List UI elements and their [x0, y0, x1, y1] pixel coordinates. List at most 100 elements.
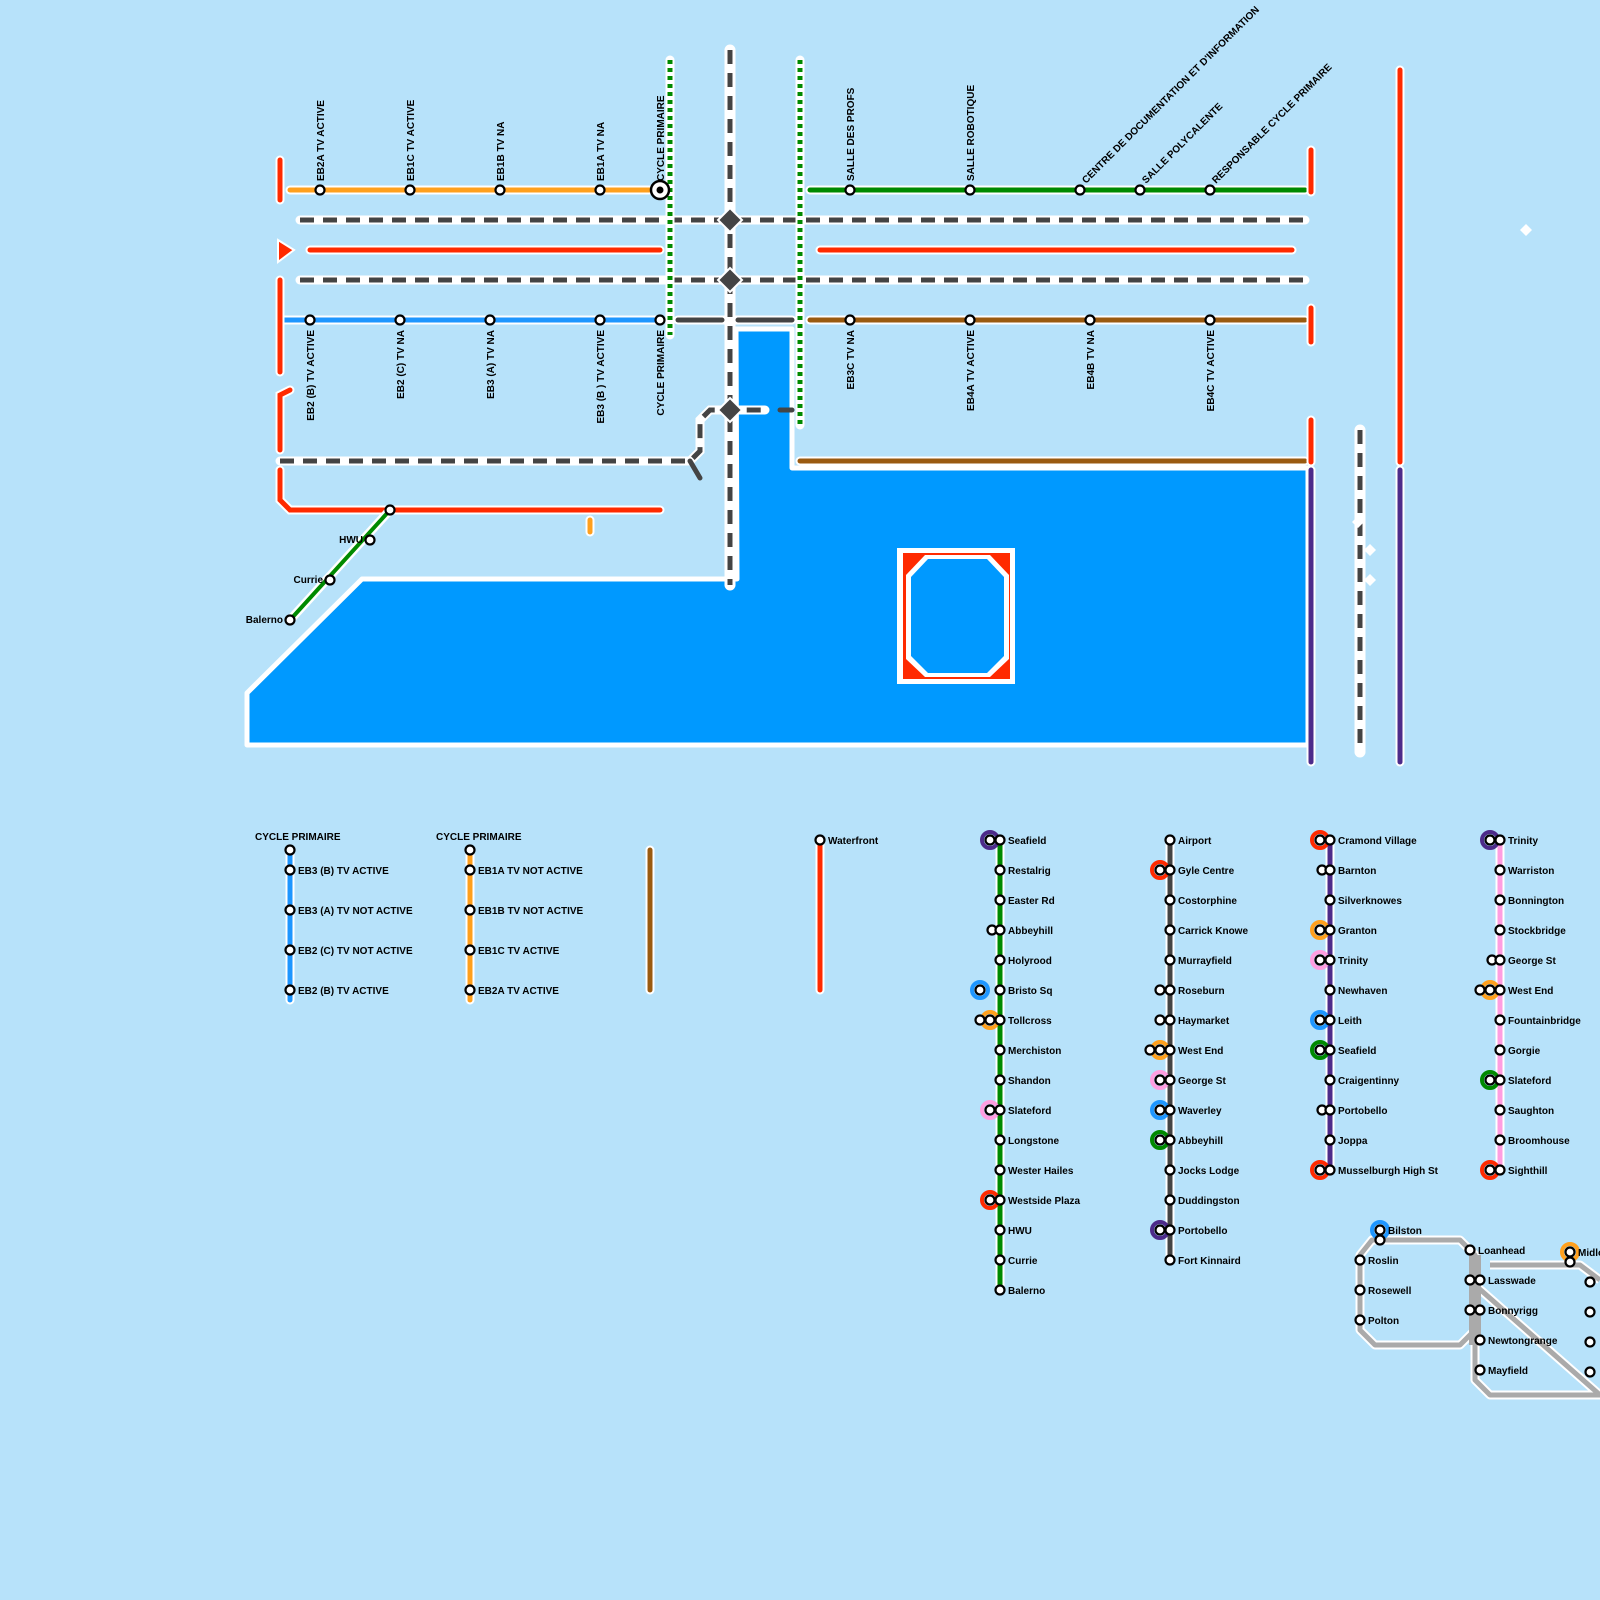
station-stop[interactable]: [844, 314, 856, 326]
station-stop[interactable]: [304, 314, 316, 326]
station-stop[interactable]: [1474, 1304, 1486, 1316]
station-stop[interactable]: [284, 984, 296, 996]
station-stop[interactable]: [1494, 984, 1506, 996]
station-stop[interactable]: [994, 1044, 1006, 1056]
station-stop[interactable]: [994, 1284, 1006, 1296]
station-stop[interactable]: [1154, 984, 1166, 996]
station-stop[interactable]: [1564, 1256, 1576, 1268]
station-stop[interactable]: [284, 904, 296, 916]
station-stop[interactable]: [1154, 1104, 1166, 1116]
station-stop[interactable]: [1204, 184, 1216, 196]
station-stop[interactable]: [1324, 1164, 1336, 1176]
station-stop[interactable]: [994, 1014, 1006, 1026]
station-stop[interactable]: [1314, 924, 1326, 936]
station-stop[interactable]: [1494, 1074, 1506, 1086]
station-stop[interactable]: [1474, 1274, 1486, 1286]
station-stop[interactable]: [1474, 1364, 1486, 1376]
station-stop[interactable]: [1564, 1246, 1576, 1258]
station-stop[interactable]: [1204, 314, 1216, 326]
station-stop[interactable]: [1164, 864, 1176, 876]
station-stop[interactable]: [1164, 894, 1176, 906]
station-stop[interactable]: [1324, 834, 1336, 846]
station-stop[interactable]: [284, 944, 296, 956]
station-stop[interactable]: [1354, 1254, 1366, 1266]
station-stop[interactable]: [1324, 984, 1336, 996]
station-stop[interactable]: [284, 614, 296, 626]
station-stop[interactable]: [844, 184, 856, 196]
station-stop[interactable]: [1314, 1164, 1326, 1176]
station-stop[interactable]: [464, 984, 476, 996]
station-stop[interactable]: [1494, 894, 1506, 906]
station-stop[interactable]: [994, 834, 1006, 846]
station-stop[interactable]: [1494, 1104, 1506, 1116]
station-stop[interactable]: [1464, 1304, 1476, 1316]
station-stop[interactable]: [1164, 834, 1176, 846]
station-stop[interactable]: [1164, 1254, 1176, 1266]
station-stop[interactable]: [984, 834, 996, 846]
station-stop[interactable]: [1494, 1134, 1506, 1146]
station-stop[interactable]: [1494, 1164, 1506, 1176]
station-stop[interactable]: [1154, 1044, 1166, 1056]
station-stop[interactable]: [974, 984, 986, 996]
station-stop[interactable]: [1324, 894, 1336, 906]
station-stop[interactable]: [464, 864, 476, 876]
station-stop[interactable]: [1074, 184, 1086, 196]
station-stop[interactable]: [594, 314, 606, 326]
station-stop[interactable]: [1324, 1074, 1336, 1086]
station-stop[interactable]: [484, 314, 496, 326]
station-stop[interactable]: [1164, 1224, 1176, 1236]
station-stop[interactable]: [994, 1194, 1006, 1206]
station-stop[interactable]: [1144, 1044, 1156, 1056]
station-stop[interactable]: [1164, 984, 1176, 996]
station-stop[interactable]: [1314, 834, 1326, 846]
station-stop[interactable]: [1354, 1284, 1366, 1296]
station-stop[interactable]: [1584, 1336, 1596, 1348]
station-stop[interactable]: [1314, 1014, 1326, 1026]
station-stop[interactable]: [1164, 954, 1176, 966]
station-stop[interactable]: [1374, 1234, 1386, 1246]
station-stop[interactable]: [994, 1254, 1006, 1266]
station-stop[interactable]: [1494, 1044, 1506, 1056]
station-stop[interactable]: [994, 984, 1006, 996]
station-stop[interactable]: [464, 904, 476, 916]
station-stop[interactable]: [1164, 1014, 1176, 1026]
station-stop[interactable]: [1584, 1276, 1596, 1288]
station-stop[interactable]: [1324, 1014, 1336, 1026]
station-stop[interactable]: [1474, 1334, 1486, 1346]
station-stop[interactable]: [1154, 1014, 1166, 1026]
station-stop[interactable]: [1324, 924, 1336, 936]
station-stop[interactable]: [994, 954, 1006, 966]
station-stop[interactable]: [1324, 954, 1336, 966]
station-stop[interactable]: [404, 184, 416, 196]
station-stop[interactable]: [984, 1194, 996, 1206]
station-stop[interactable]: [994, 1134, 1006, 1146]
station-stop[interactable]: [1584, 1366, 1596, 1378]
station-stop[interactable]: [994, 924, 1006, 936]
station-stop[interactable]: [1484, 1074, 1496, 1086]
station-stop[interactable]: [1314, 1044, 1326, 1056]
station-stop[interactable]: [974, 1014, 986, 1026]
station-stop[interactable]: [1494, 1014, 1506, 1026]
station-stop[interactable]: [594, 184, 606, 196]
station-stop[interactable]: [964, 314, 976, 326]
station-stop[interactable]: [464, 944, 476, 956]
station-stop[interactable]: [1154, 864, 1166, 876]
station-stop[interactable]: [314, 184, 326, 196]
station-stop[interactable]: [1164, 1194, 1176, 1206]
station-stop[interactable]: [284, 864, 296, 876]
station-stop[interactable]: [394, 314, 406, 326]
station-stop[interactable]: [464, 844, 476, 856]
station-stop[interactable]: [994, 894, 1006, 906]
station-stop[interactable]: [1154, 1134, 1166, 1146]
station-stop[interactable]: [1324, 1104, 1336, 1116]
station-stop[interactable]: [1484, 984, 1496, 996]
station-stop[interactable]: [1584, 1306, 1596, 1318]
station-stop[interactable]: [1494, 834, 1506, 846]
station-stop[interactable]: [1084, 314, 1096, 326]
station-stop[interactable]: [384, 504, 396, 516]
station-stop[interactable]: [654, 314, 666, 326]
station-stop[interactable]: [994, 864, 1006, 876]
station-stop[interactable]: [284, 844, 296, 856]
station-stop[interactable]: [994, 1224, 1006, 1236]
station-stop[interactable]: [1464, 1274, 1476, 1286]
